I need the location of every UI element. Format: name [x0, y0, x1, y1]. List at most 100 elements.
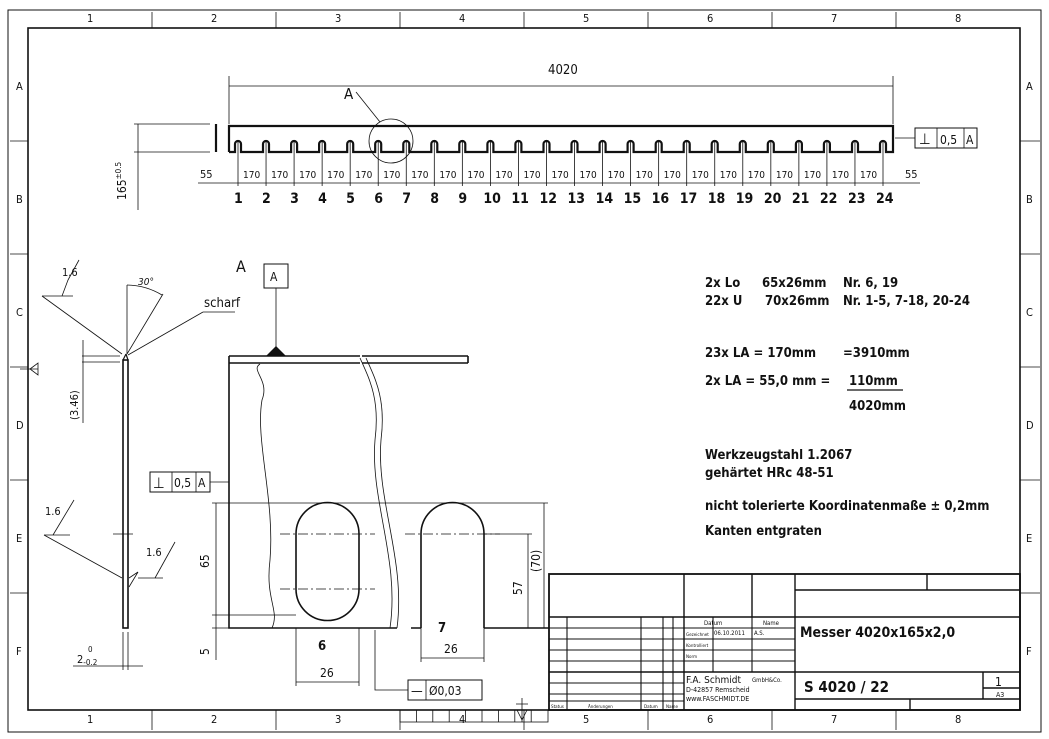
slot-number: 3	[290, 191, 299, 207]
zone-row-label: C	[1026, 306, 1033, 319]
fcf-value: 0,5	[940, 133, 957, 147]
zone-column-label: 2	[211, 12, 217, 25]
slot-number: 14	[596, 191, 614, 207]
dim-26-slot6: 26	[320, 666, 334, 680]
zone-row-label: F	[1026, 645, 1032, 658]
note-material: Werkzeugstahl 1.2067	[705, 448, 852, 463]
pitch-dim: 170	[552, 170, 569, 181]
row-drawn: Gezeichnet	[686, 632, 709, 638]
zone-column-label: 3	[335, 12, 341, 25]
zone-row-label: F	[16, 645, 22, 658]
zone-column-label: 6	[707, 12, 713, 25]
zone-column-label: 2	[211, 713, 217, 726]
drawn-name: A.S.	[754, 630, 765, 637]
row-norm: Norm	[686, 654, 697, 660]
edge-note: scharf	[204, 296, 241, 311]
pitch-dim: 170	[580, 170, 597, 181]
pitch-dim: 170	[832, 170, 849, 181]
part-name: Messer 4020x165x2,0	[800, 625, 955, 641]
slot-number: 15	[624, 191, 642, 207]
zone-row-label: A	[16, 80, 23, 93]
section-view: 30° scharf 1.6 (3.46) 1.6 1.6 2-0.2 0	[20, 259, 241, 670]
zone-column-label: 6	[707, 713, 713, 726]
slot-number: 7	[402, 191, 411, 207]
pitch-dim: 170	[383, 170, 400, 181]
detail-marker: A	[344, 85, 354, 103]
note-la2-total: 110mm	[849, 374, 898, 389]
zone-column-label: 7	[831, 713, 837, 726]
slot-number: 8	[430, 191, 439, 207]
perpendicularity-symbol: ⊥	[153, 474, 165, 492]
slot-number: 21	[792, 191, 810, 207]
slot-number: 12	[539, 191, 557, 207]
roughness-2: 1.6	[45, 505, 61, 518]
rev-name-header: Name	[666, 704, 678, 710]
notes: 2x Lo 65x26mm Nr. 6, 19 22x U 70x26mm Nr…	[705, 276, 989, 539]
slot-number: 22	[820, 191, 838, 207]
note-u-qty: 22x U	[705, 294, 742, 309]
note-deburr: Kanten entgraten	[705, 524, 822, 539]
slot-number: 11	[511, 191, 529, 207]
col-datum: Datum	[704, 620, 722, 627]
roughness-3: 1.6	[146, 546, 162, 559]
rev-status-header: Status	[551, 704, 564, 710]
pitch-dim: 170	[636, 170, 653, 181]
end-left-dim: 55	[200, 168, 213, 181]
company-website: www.FASCHMIDT.DE	[686, 695, 749, 703]
note-la1-total: =3910mm	[843, 346, 910, 361]
zone-row-label: B	[1026, 193, 1033, 206]
dim-5: 5	[198, 648, 212, 655]
note-lo-nr: Nr. 6, 19	[843, 276, 898, 291]
zone-column-label: 7	[831, 12, 837, 25]
pitch-dim: 170	[860, 170, 877, 181]
zone-row-label: A	[1026, 80, 1033, 93]
slot-number: 24	[876, 191, 894, 207]
overall-length-dim: 4020	[548, 63, 578, 78]
slot-number: 18	[708, 191, 726, 207]
sheet-number: 1	[995, 675, 1002, 689]
pitch-dim: 170	[664, 170, 681, 181]
detail-view: A A 65 5 26 6 26 7 57 (70)	[149, 257, 549, 701]
zone-column-label: 5	[583, 12, 589, 25]
pitch-dim: 170	[355, 170, 372, 181]
flatness-symbol: —	[411, 684, 423, 699]
note-lo-qty: 2x Lo	[705, 276, 740, 291]
zone-column-label: 8	[955, 713, 961, 726]
company-address: D-42857 Remscheid	[686, 686, 750, 694]
flatness-fcf: — Ø0,03	[374, 630, 483, 701]
datum-label: A	[270, 270, 278, 284]
paper-format: A3	[996, 691, 1004, 699]
pitch-dim: 170	[327, 170, 344, 181]
zone-row-label: E	[1026, 532, 1032, 545]
pitch-dim: 170	[720, 170, 737, 181]
perpendicularity-symbol: ⊥	[919, 130, 931, 148]
note-u-size: 70x26mm	[765, 294, 829, 309]
note-lo-size: 65x26mm	[762, 276, 826, 291]
zone-column-label: 5	[583, 713, 589, 726]
title-block: Datum Name Gezeichnet 06.10.2011 A.S. Ko…	[548, 573, 1021, 711]
col-name: Name	[763, 620, 780, 627]
zone-column-label: 4	[459, 12, 465, 25]
rev-changes-header: Änderungen	[588, 703, 613, 710]
pitch-dim: 170	[243, 170, 260, 181]
slot-number: 16	[652, 191, 670, 207]
slot-number: 5	[346, 191, 355, 207]
detail-title: A	[236, 257, 246, 276]
height-dim: 165±0.5	[114, 162, 129, 200]
company-form: GmbH&Co.	[752, 677, 782, 684]
zone-column-label: 8	[955, 12, 961, 25]
slot-number: 13	[568, 191, 586, 207]
drawing-number: S 4020 / 22	[804, 678, 889, 696]
zone-row-label: C	[16, 306, 23, 319]
slot-number: 20	[764, 191, 782, 207]
zone-row-label: D	[16, 419, 24, 432]
note-tolerance: nicht tolerierte Koordinatenmaße ± 0,2mm	[705, 499, 989, 514]
pitch-dim: 170	[299, 170, 316, 181]
angle-dim: 30°	[138, 277, 154, 288]
pitch-dim: 170	[523, 170, 540, 181]
thickness-dim: 2-0.2	[77, 653, 97, 667]
end-right-dim: 55	[905, 168, 918, 181]
bevel-dim: (3.46)	[68, 390, 81, 420]
zone-column-label: 1	[87, 12, 93, 25]
